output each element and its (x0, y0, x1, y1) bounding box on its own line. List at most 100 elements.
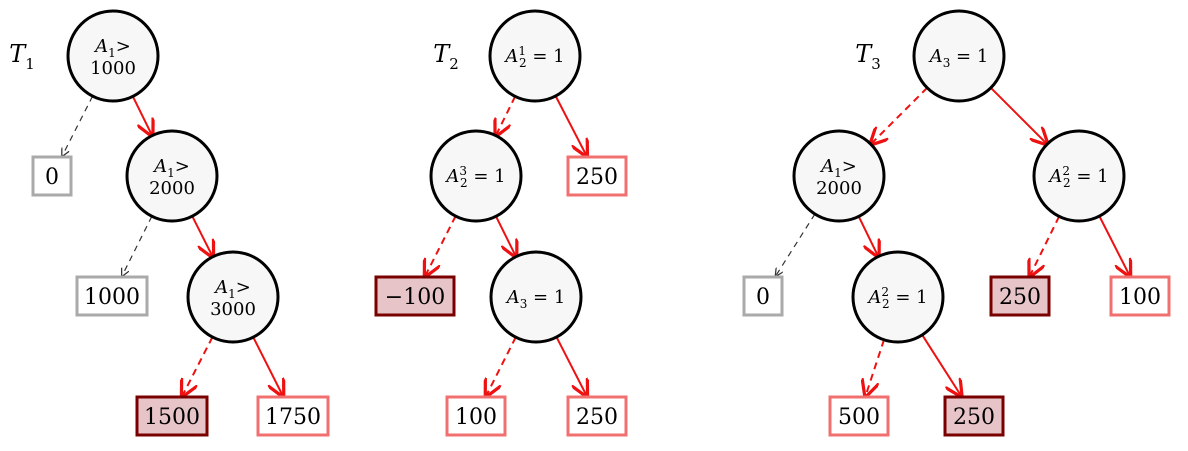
edges-layer (62, 87, 1130, 396)
edge-t1n3-t1l4 (252, 336, 283, 396)
node-circle (1032, 129, 1126, 223)
edge-t1n2-t1n3 (191, 215, 212, 257)
leaf-t3l2: 100 (1109, 275, 1171, 317)
tree-label-T2: T2 (433, 40, 459, 73)
edge-t3n2-t3n4 (857, 216, 879, 256)
node-condition: A1> (213, 277, 251, 301)
edge-t2n1-t2l1 (554, 95, 587, 156)
leaf-t3l4: 500 (828, 395, 890, 437)
node-threshold: 2000 (816, 178, 862, 199)
leaf-t3l3: 0 (742, 275, 784, 317)
leaf-t1l2: 1000 (75, 275, 149, 317)
edge-t3n3-t3l1 (1030, 215, 1061, 276)
edge-t3n2-t3l3 (776, 213, 816, 276)
leaf-value: 100 (455, 405, 497, 430)
leaf-t2l2: −100 (374, 275, 456, 317)
leaf-box (135, 395, 209, 437)
leaf-box (256, 395, 330, 437)
leaf-value: 250 (576, 405, 618, 430)
node-circle (912, 9, 1006, 103)
split-node-t1n3: A1>3000 (186, 250, 280, 344)
leaf-box (566, 155, 628, 197)
split-node-t3n2: A1>2000 (792, 129, 886, 223)
node-condition: A3 = 1 (505, 287, 566, 311)
edge-t1n3-t1l3 (182, 336, 214, 396)
split-node-t2n3: A3 = 1 (489, 250, 583, 344)
node-threshold: 3000 (210, 299, 256, 320)
leaf-box (31, 155, 73, 197)
node-circle (851, 250, 945, 344)
leaf-value: 1750 (265, 405, 321, 430)
leaf-box (374, 275, 456, 317)
node-circle (489, 250, 583, 344)
leaf-value: 100 (1119, 285, 1161, 310)
node-condition: A1> (819, 156, 857, 180)
leaf-box (1109, 275, 1171, 317)
edge-t1n2-t1l2 (122, 215, 153, 276)
leaf-t1l3: 1500 (135, 395, 209, 437)
node-condition: A3 = 1 (928, 46, 989, 70)
leaf-value: 250 (999, 285, 1041, 310)
edge-t1n1-t1n2 (131, 95, 152, 135)
edge-t3n1-t3n3 (990, 87, 1047, 144)
edge-t2n2-t2l2 (425, 215, 457, 276)
split-node-t1n1: A1>1000 (66, 9, 160, 103)
node-condition: A1> (152, 156, 190, 180)
edge-t1n1-t1l1 (62, 95, 94, 156)
leaf-value: 0 (756, 285, 770, 310)
leaf-box (742, 275, 784, 317)
edge-t3n3-t3l2 (1098, 215, 1129, 276)
node-circle (429, 129, 523, 223)
node-circle (186, 250, 280, 344)
edge-t2n3-t2l3 (486, 336, 517, 396)
leaf-t1l4: 1750 (256, 395, 330, 437)
edge-t2n2-t2n3 (495, 215, 516, 256)
leaf-t3l5: 250 (943, 395, 1005, 437)
split-node-t3n1: A3 = 1 (912, 9, 1006, 103)
leaf-box (989, 275, 1051, 317)
leaf-box (75, 275, 149, 317)
leaf-value: 1000 (84, 285, 140, 310)
node-circle (488, 9, 582, 103)
leaf-t2l3: 100 (445, 395, 507, 437)
leaf-box (566, 395, 628, 437)
split-node-t1n2: A1>2000 (125, 129, 219, 223)
leaf-box (943, 395, 1005, 437)
leaf-t3l1: 250 (989, 275, 1051, 317)
node-condition: A1> (93, 36, 131, 60)
node-circle (792, 129, 886, 223)
leaf-value: 250 (576, 165, 618, 190)
leaf-value: 0 (45, 165, 59, 190)
leaf-value: 1500 (144, 405, 200, 430)
edge-t3n4-t3l5 (921, 334, 961, 396)
tree-label-T1: T1 (9, 40, 35, 73)
edge-t2n3-t2l4 (555, 336, 587, 396)
leaf-value: 500 (838, 405, 880, 430)
leaf-value: 250 (953, 405, 995, 430)
node-threshold: 1000 (90, 58, 136, 79)
labels-layer: T1 T2 T3 (9, 40, 881, 73)
tree-label-T3: T3 (855, 40, 881, 73)
leaf-t2l4: 250 (566, 395, 628, 437)
edge-t3n1-t3n2 (871, 87, 928, 144)
leaf-t1l1: 0 (31, 155, 73, 197)
leaf-box (445, 395, 507, 437)
leaf-t2l1: 250 (566, 155, 628, 197)
node-threshold: 2000 (149, 178, 195, 199)
edge-t2n1-t2n2 (496, 95, 517, 135)
node-circle (66, 9, 160, 103)
leaf-value: −100 (385, 285, 445, 310)
leaf-box (828, 395, 890, 437)
node-circle (125, 129, 219, 223)
